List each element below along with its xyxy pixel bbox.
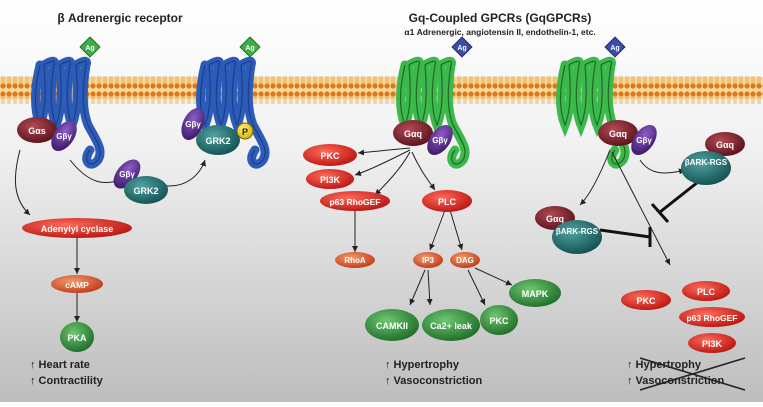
ligand-diamond-4: Ag (604, 36, 626, 58)
galpha-q-node-1: Gαq (393, 120, 433, 146)
ligand-diamond-3: Ag (451, 36, 473, 58)
svg-text:PLC: PLC (438, 197, 457, 207)
pi3k-node-2: PI3K (688, 333, 736, 353)
gq-gpcr-subtitle: α1 Adrenergic, angiotensin II, endotheli… (404, 27, 595, 37)
beta-outcomes: ↑ Heart rate ↑ Contractility (30, 359, 104, 387)
svg-text:PKC: PKC (636, 296, 656, 306)
svg-text:Gβγ: Gβγ (636, 136, 652, 145)
galpha-s-node: Gαs (17, 117, 57, 143)
inhibition-lines (599, 180, 699, 247)
svg-text:RhoA: RhoA (344, 256, 366, 265)
svg-text:Gαq: Gαq (546, 214, 564, 224)
svg-text:↑ Vasoconstriction: ↑ Vasoconstriction (627, 375, 724, 387)
gq-gpcr-title: Gq-Coupled GPCRs (GqGPCRs) (409, 11, 592, 25)
svg-text:Ag: Ag (610, 45, 619, 52)
svg-text:↑ Contractility: ↑ Contractility (30, 375, 104, 387)
svg-text:↑ Hypertrophy: ↑ Hypertrophy (385, 359, 460, 371)
svg-text:CAMKII: CAMKII (376, 321, 408, 331)
strike-cross (639, 357, 746, 391)
gq-receptor-1 (396, 56, 470, 169)
svg-text:Ag: Ag (457, 45, 466, 52)
svg-text:Gβγ: Gβγ (185, 120, 201, 129)
pkc-node-1: PKC (303, 144, 357, 166)
svg-text:βARK-RGS: βARK-RGS (556, 227, 599, 236)
p63-rhogef-node-2: p63 RhoGEF (679, 307, 745, 327)
svg-text:DAG: DAG (456, 256, 474, 265)
pkc-node-3: PKC (621, 290, 671, 310)
camkii-node: CAMKII (365, 309, 419, 341)
pathway-arrows (14, 147, 686, 322)
p63-rhogef-node-1: p63 RhoGEF (320, 191, 390, 211)
camp-node: cAMP (51, 275, 103, 293)
svg-text:cAMP: cAMP (65, 280, 89, 290)
plc-node-1: PLC (422, 190, 472, 212)
svg-text:Gαs: Gαs (28, 126, 46, 136)
rhoa-node: RhoA (335, 252, 375, 268)
bark-rgs-node-1: βARK-RGS (681, 151, 731, 185)
grk2-node-2: GRK2 (196, 125, 240, 155)
svg-text:p63 RhoGEF: p63 RhoGEF (686, 313, 737, 323)
svg-text:↑ Vasoconstriction: ↑ Vasoconstriction (385, 375, 482, 387)
gbeta-gamma-node-5: Gβγ (631, 124, 657, 156)
svg-text:IP3: IP3 (422, 256, 435, 265)
galpha-q-node-2: Gαq (598, 120, 638, 146)
svg-text:Gβγ: Gβγ (432, 136, 448, 145)
svg-text:Ag: Ag (245, 45, 254, 52)
phospho-p-node: P (236, 122, 254, 140)
gbeta-gamma-node-1: Gβγ (51, 120, 77, 152)
svg-text:Ag: Ag (85, 45, 94, 52)
svg-text:Gαq: Gαq (716, 140, 734, 150)
svg-text:PI3K: PI3K (320, 175, 341, 185)
galpha-q-node-3: Gαq (705, 132, 745, 156)
cell-membrane (0, 74, 763, 104)
beta-receptor-title: β Adrenergic receptor (57, 11, 183, 25)
gbeta-gamma-node-3: Gβγ (181, 108, 205, 140)
grk2-node-1: GRK2 (124, 176, 168, 204)
ligand-diamond-2: Ag (239, 36, 261, 58)
svg-text:Adenylyl cyclase: Adenylyl cyclase (41, 224, 114, 234)
dag-node: DAG (450, 252, 480, 268)
svg-text:PLC: PLC (697, 287, 716, 297)
mapk-node: MAPK (509, 279, 561, 307)
adenylyl-cyclase-node: Adenylyl cyclase (22, 218, 132, 238)
ip3-node: IP3 (413, 252, 443, 268)
svg-text:βARK-RGS: βARK-RGS (685, 158, 728, 167)
svg-text:Gαq: Gαq (609, 129, 627, 139)
svg-text:GRK2: GRK2 (205, 136, 230, 146)
svg-text:PKA: PKA (67, 333, 87, 343)
svg-text:p63 RhoGEF: p63 RhoGEF (329, 197, 380, 207)
bark-rgs-node-2: βARK-RGS (552, 220, 602, 254)
ca-leak-node: Ca2+ leak (422, 309, 480, 341)
gq-outcomes: ↑ Hypertrophy ↑ Vasoconstriction (385, 359, 482, 387)
gbeta-gamma-node-4: Gβγ (427, 124, 453, 156)
svg-text:Gβγ: Gβγ (119, 170, 135, 179)
svg-text:Gβγ: Gβγ (56, 132, 72, 141)
beta-receptor-2 (196, 56, 270, 169)
svg-text:P: P (242, 127, 248, 137)
svg-text:PKC: PKC (320, 151, 340, 161)
pi3k-node-1: PI3K (306, 169, 354, 189)
svg-text:↑ Heart rate: ↑ Heart rate (30, 359, 90, 371)
svg-text:GRK2: GRK2 (133, 186, 158, 196)
plc-node-2: PLC (682, 281, 730, 301)
pkc-node-2: PKC (480, 305, 518, 335)
blocked-outcomes: ↑ Hypertrophy ↑ Vasoconstriction (627, 359, 724, 387)
svg-text:Gαq: Gαq (404, 129, 422, 139)
ligand-diamond-1: Ag (79, 36, 101, 58)
svg-text:PKC: PKC (489, 316, 509, 326)
pka-node: PKA (60, 322, 94, 352)
svg-text:PI3K: PI3K (702, 339, 723, 349)
svg-text:MAPK: MAPK (522, 289, 549, 299)
beta-receptor-1 (31, 56, 105, 169)
svg-text:Ca2+ leak: Ca2+ leak (430, 321, 473, 331)
